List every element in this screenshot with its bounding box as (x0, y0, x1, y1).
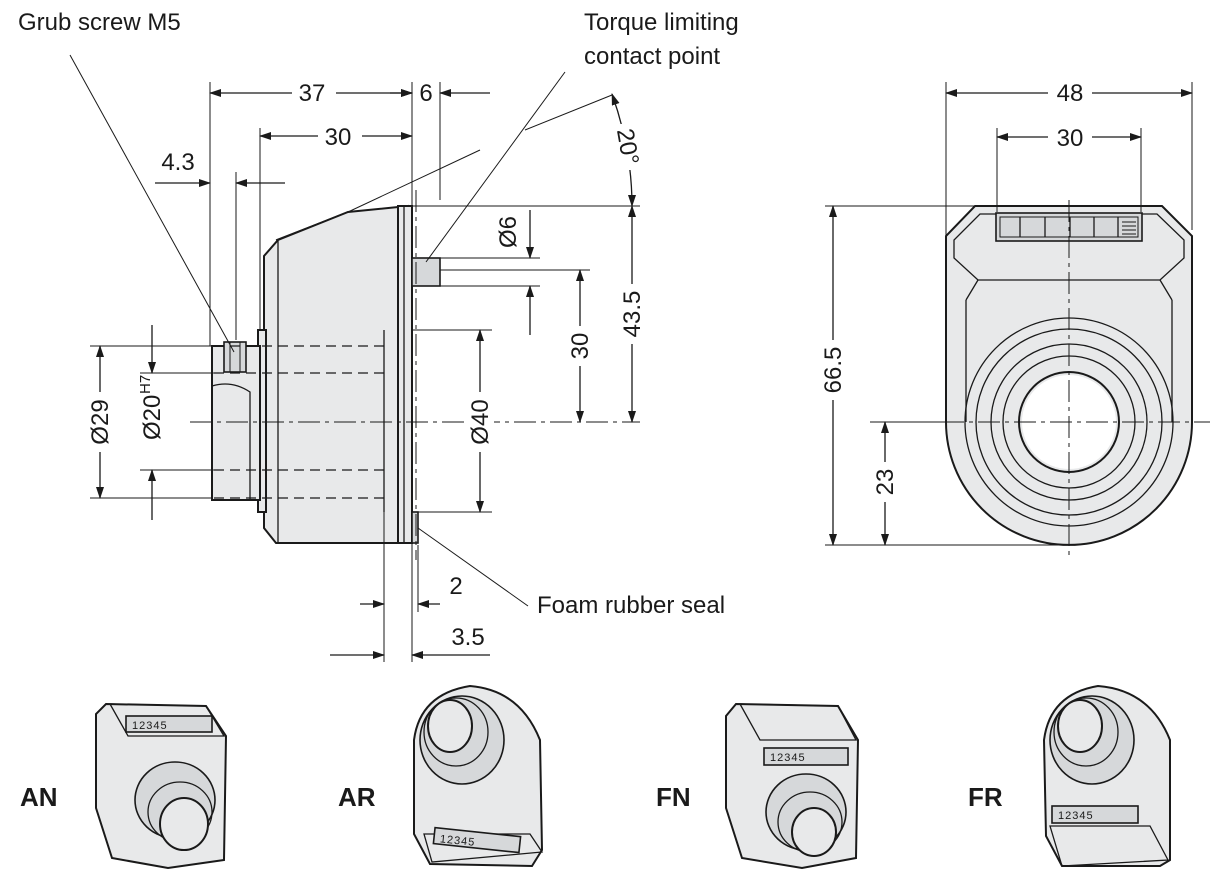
dim-dia-20-tolerance: H7 (137, 375, 154, 394)
dim-dia-20: Ø20 (139, 395, 166, 440)
dim-4-3: 4.3 (161, 149, 194, 176)
variant-fn-digits: 12345 (770, 752, 806, 764)
label-torque-line2: contact point (584, 43, 720, 70)
dim-30-vertical: 30 (567, 333, 594, 360)
dim-3-5: 3.5 (451, 624, 484, 651)
foam-seal (411, 511, 419, 544)
side-view: 37 6 30 4.3 20° Ø6 43.5 30 Ø40 (18, 9, 739, 662)
torque-pin (411, 257, 441, 287)
label-torque-line1: Torque limiting (584, 9, 739, 36)
dim-angle-20: 20° (611, 126, 644, 166)
variant-an-digits: 12345 (132, 720, 168, 732)
variant-fn: 12345 FN (656, 702, 860, 870)
label-grub-screw: Grub screw M5 (18, 9, 181, 36)
dim-2: 2 (449, 573, 462, 600)
variant-fr-label: FR (968, 782, 1003, 812)
variant-an-label: AN (20, 782, 58, 812)
dim-48: 48 (1057, 80, 1084, 107)
variant-fr: 12345 FR (968, 684, 1171, 867)
dim-43-5: 43.5 (619, 291, 646, 338)
variant-ar: 12345 AR (338, 684, 544, 868)
dim-30-front: 30 (1057, 125, 1084, 152)
dim-dia-6: Ø6 (495, 216, 522, 248)
front-plate (397, 205, 413, 544)
variant-fn-label: FN (656, 782, 691, 812)
dim-30-top: 30 (325, 124, 352, 151)
variant-ar-label: AR (338, 782, 376, 812)
dim-23: 23 (872, 469, 899, 496)
dim-dia-40: Ø40 (467, 399, 494, 444)
dim-dia-29: Ø29 (87, 399, 114, 444)
side-view-body (263, 204, 409, 544)
dim-6: 6 (419, 80, 432, 107)
front-view: 48 30 66.5 23 (819, 80, 1210, 560)
variant-fr-digits: 12345 (1058, 810, 1094, 822)
label-foam-seal: Foam rubber seal (537, 592, 725, 619)
dim-37: 37 (299, 80, 326, 107)
dim-66-5: 66.5 (820, 347, 847, 394)
variant-an: 12345 AN (20, 702, 228, 870)
variant-ar-digits: 12345 (439, 833, 476, 849)
